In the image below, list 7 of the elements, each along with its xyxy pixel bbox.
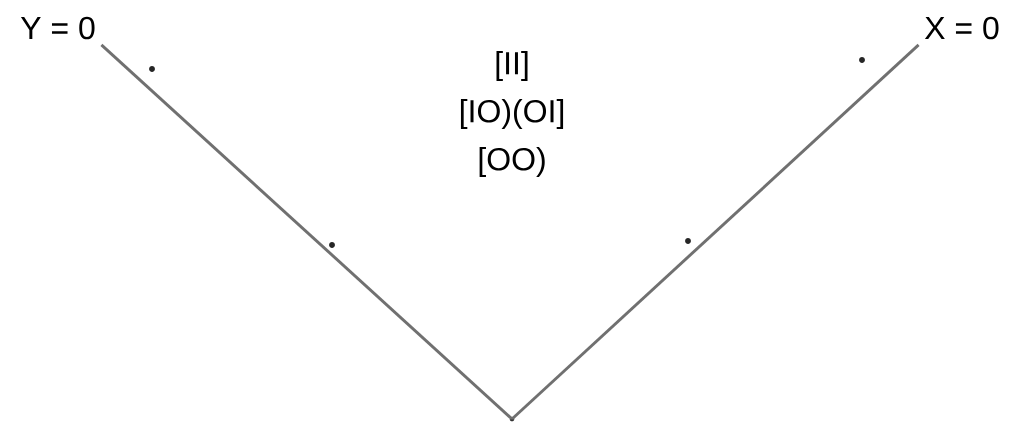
axis-label: Y = 0: [20, 16, 95, 40]
axis-label: X = 0: [924, 16, 999, 40]
region-label: [OO): [479, 147, 545, 177]
region-label: [II]: [496, 51, 528, 81]
line: [511, 43, 920, 421]
line: [100, 43, 513, 421]
region-label: [IO)(OI]: [460, 99, 564, 129]
